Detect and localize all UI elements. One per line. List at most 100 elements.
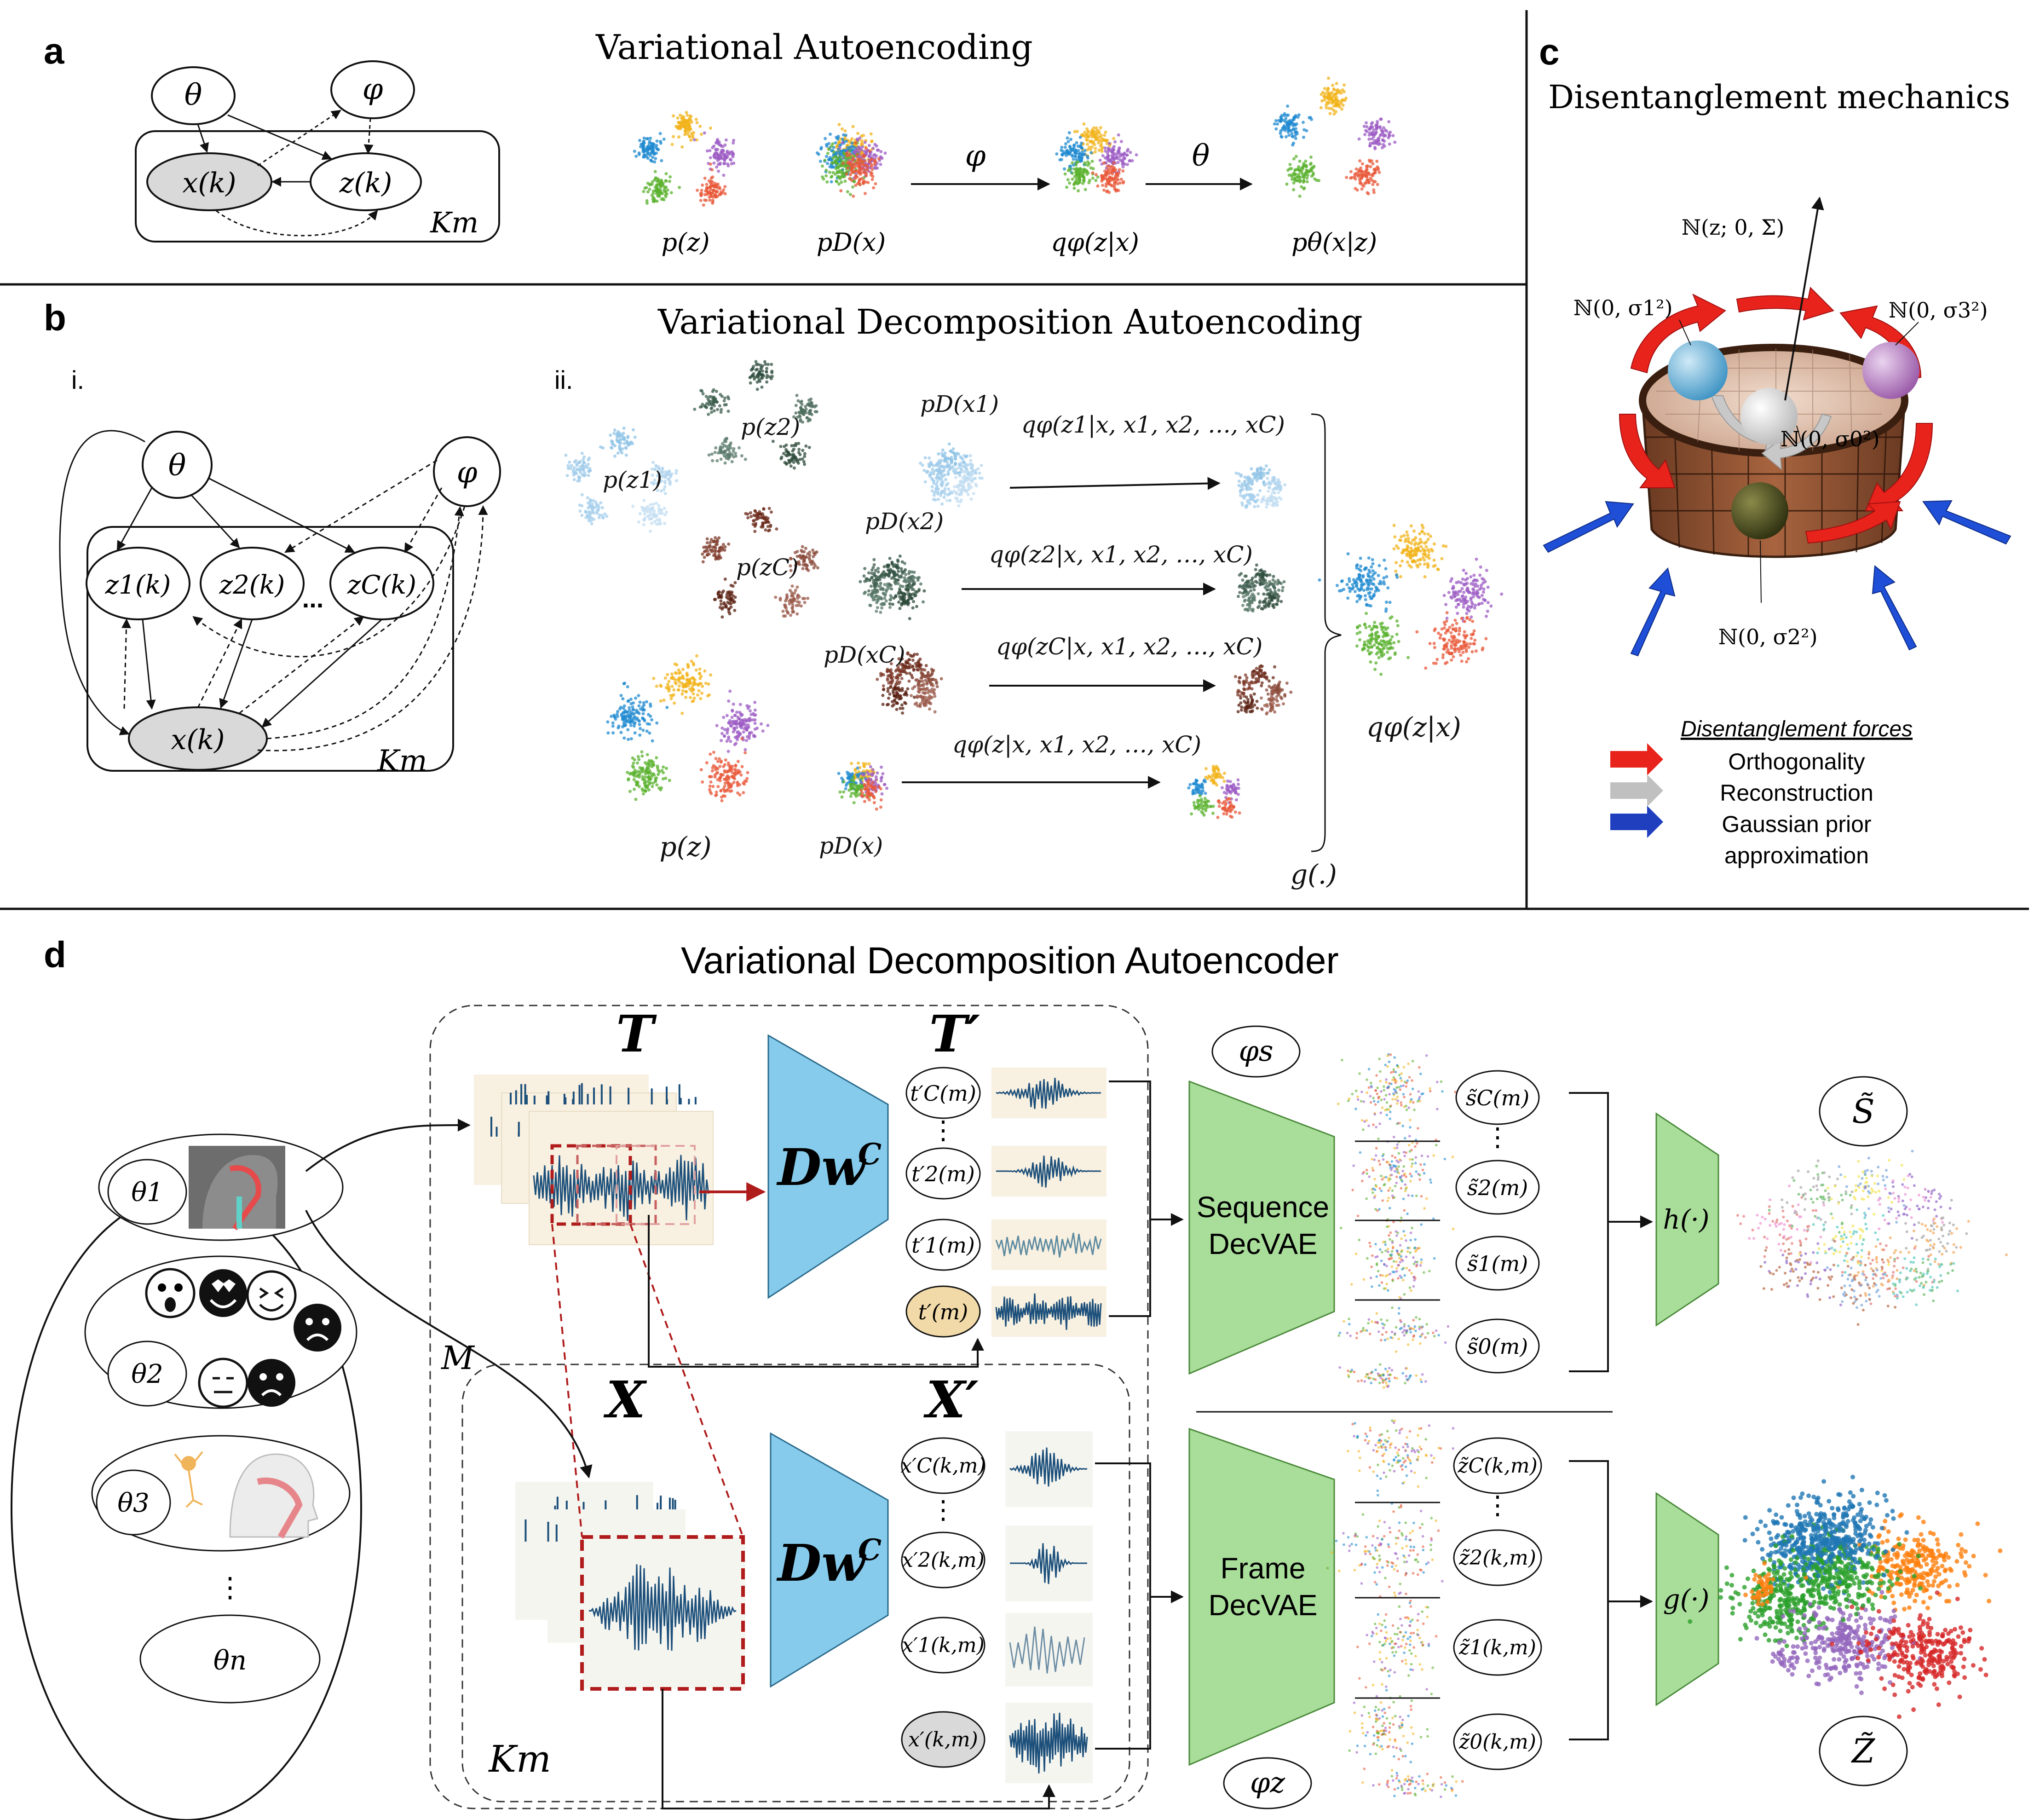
scatter-point [837, 123, 841, 127]
scatter-point [942, 496, 946, 499]
scatter-point [859, 580, 862, 584]
scatter-point [813, 553, 817, 556]
scatter-point [850, 762, 853, 765]
scatter-point [868, 149, 872, 153]
scatter-point [966, 479, 969, 482]
scatter-point [1082, 153, 1086, 156]
scatter-point [619, 693, 623, 697]
scatter-point [954, 496, 957, 500]
scatter-point [622, 736, 626, 740]
scatter-point [918, 680, 922, 683]
scatter-point [1294, 114, 1297, 117]
label-pdx: pD(x) [817, 228, 886, 257]
scatter-point [862, 574, 866, 578]
scatter-point [876, 599, 880, 603]
scatter-point [917, 576, 921, 579]
scatter-point [935, 685, 939, 688]
scatter-point [785, 609, 789, 612]
scatter-point [701, 392, 705, 396]
scatter-point [717, 549, 721, 553]
scatter-point [709, 538, 713, 542]
scatter-point [1323, 92, 1327, 96]
scatter-point [723, 162, 726, 165]
scatter-point [796, 458, 800, 462]
scatter-point [672, 114, 675, 118]
scatter-point [675, 479, 679, 483]
scatter-point [1383, 139, 1386, 143]
scatter-point [761, 369, 764, 373]
scatter-point [1313, 177, 1317, 181]
scatter-point [723, 545, 727, 549]
scatter-point [826, 162, 830, 165]
scatter-point [693, 407, 697, 411]
scatter-point [1071, 161, 1074, 165]
scatter-point [716, 771, 720, 774]
scatter-point [626, 685, 629, 688]
scatter-point [1280, 135, 1284, 139]
scatter-point [650, 521, 654, 525]
scatter-point [927, 678, 931, 682]
scatter-point [1273, 487, 1276, 491]
scatter-point [658, 190, 662, 193]
scatter-point [962, 453, 966, 457]
scatter-point [797, 603, 801, 607]
scatter-point [965, 468, 968, 471]
scatter-point [670, 676, 674, 680]
scatter-point [866, 165, 870, 169]
scatter-point [836, 150, 840, 154]
scatter-point [661, 183, 664, 186]
scatter-point [903, 701, 906, 705]
scatter-point [910, 694, 913, 698]
scatter-point [631, 705, 634, 709]
scatter-point [761, 521, 765, 525]
scatter-point [815, 410, 818, 414]
scatter-point [1297, 165, 1301, 168]
scatter-point [924, 678, 928, 682]
scatter-point [1106, 178, 1109, 182]
scatter-point [714, 397, 717, 401]
scatter-point [646, 150, 650, 154]
scatter-point [935, 485, 939, 488]
scatter-point [856, 132, 860, 135]
scatter-point [1108, 165, 1112, 169]
scatter-point [1297, 168, 1300, 172]
scatter-point [1364, 181, 1368, 185]
scatter-point [860, 139, 864, 143]
scatter-point [757, 512, 761, 516]
scatter-point [710, 410, 714, 414]
scatter-point [645, 766, 649, 769]
scatter-point [704, 405, 708, 409]
scatter-point [700, 691, 704, 695]
scatter-point [870, 139, 874, 143]
scatter-point [673, 701, 676, 705]
scatter-point [753, 700, 757, 704]
scatter-point [768, 528, 772, 532]
scatter-point [740, 454, 743, 458]
scatter-point [1363, 133, 1367, 136]
scatter-point [866, 181, 870, 185]
scatter-point [1276, 500, 1279, 504]
scatter-point [1369, 176, 1372, 180]
scatter-point [1112, 145, 1116, 149]
scatter-point [1372, 142, 1375, 145]
scatter-point [895, 701, 899, 705]
scatter-point [713, 404, 716, 408]
scatter-point [1371, 121, 1374, 125]
scatter-point [670, 685, 674, 688]
scatter-point [712, 161, 716, 165]
scatter-point [725, 714, 729, 717]
scatter-point [649, 159, 653, 162]
scatter-point [1349, 176, 1353, 180]
scatter-point [600, 506, 604, 509]
scatter-point [707, 552, 711, 556]
scatter-point [947, 464, 951, 468]
scatter-point [622, 442, 626, 445]
scatter-point [798, 453, 802, 456]
scatter-point [719, 143, 722, 147]
scatter-point [1076, 144, 1080, 148]
scatter-point [869, 171, 873, 174]
scatter-point [648, 187, 651, 191]
scatter-point [650, 149, 654, 153]
scatter-point [642, 498, 646, 502]
scatter-point [1269, 496, 1273, 500]
